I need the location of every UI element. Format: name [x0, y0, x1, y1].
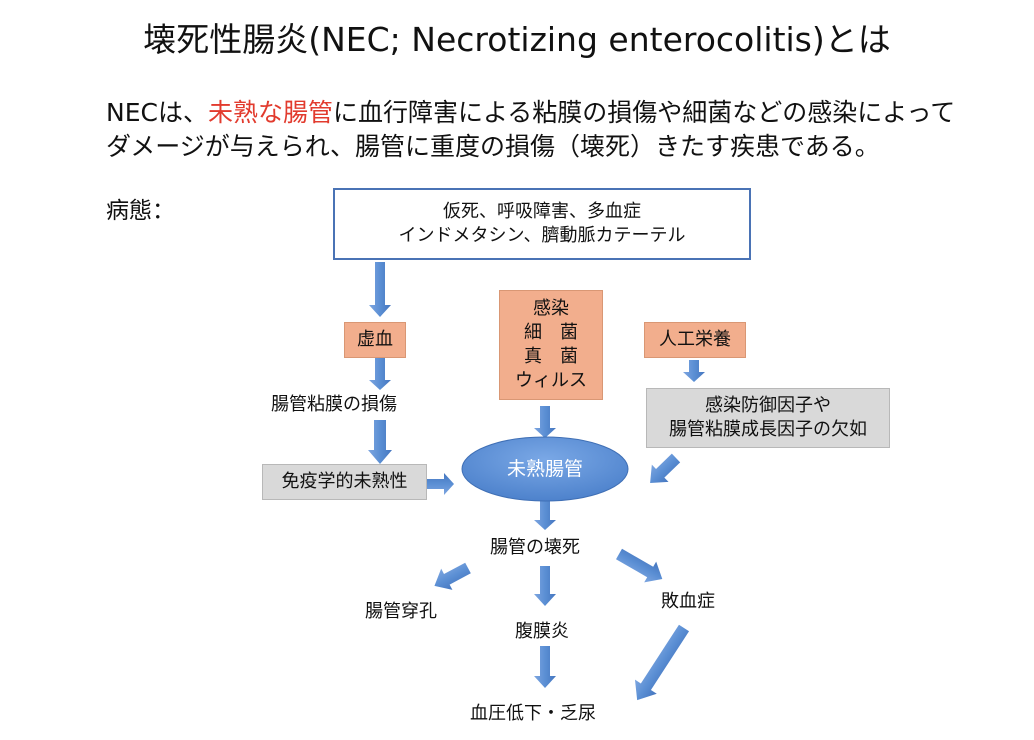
causes-line-1: 仮死、呼吸障害、多血症: [443, 201, 641, 222]
infection-box: 感染 細 菌 真 菌 ウィルス: [499, 290, 603, 400]
deficiency-box: 感染防御因子や 腸管粘膜成長因子の欠如: [646, 388, 890, 448]
slide-title: 壊死性腸炎(NEC; Necrotizing enterocolitis)とは: [143, 20, 891, 59]
intro-suffix: に血行障害による粘膜の損傷や細菌などの感染によって: [332, 98, 956, 127]
arrow-necrosis-to-sepsis: [616, 548, 663, 583]
infection-line-1: 感染: [533, 298, 569, 319]
ischemia-box: 虚血: [344, 322, 406, 358]
arrow-deficiency-to-ellipse: [650, 453, 681, 484]
arrow-necrosis-to-perforation: [434, 562, 471, 590]
causes-box: 仮死、呼吸障害、多血症 インドメタシン、臍動脈カテーテル: [333, 188, 751, 260]
arrow-nutrition-to-deficiency: [683, 360, 705, 382]
arrow-immune-to-ellipse: [422, 473, 454, 495]
intro-highlight: 未熟な腸管: [207, 98, 333, 127]
intro-line-1: NECは、未熟な腸管に血行障害による粘膜の損傷や細菌などの感染によって: [106, 96, 955, 130]
intro-line-2: ダメージが与えられ、腸管に重度の損傷（壊死）きたす疾患である。: [106, 132, 880, 161]
arrow-ellipse-to-necrosis: [534, 500, 556, 530]
deficiency-line-2: 腸管粘膜成長因子の欠如: [669, 419, 867, 440]
immune-immaturity-box: 免疫学的未熟性: [262, 464, 427, 500]
immature-intestine-ellipse: [461, 436, 629, 502]
artificial-nutrition-box: 人工栄養: [644, 322, 746, 358]
infection-line-2: 細 菌: [524, 322, 578, 343]
perforation-label: 腸管穿孔: [365, 601, 437, 622]
arrow-damage-to-immune: [368, 420, 392, 464]
causes-line-2: インドメタシン、臍動脈カテーテル: [398, 225, 686, 246]
pathology-label: 病態：: [106, 198, 175, 224]
deficiency-line-1: 感染防御因子や: [705, 395, 831, 416]
arrow-peritonitis-to-hypotension: [534, 646, 556, 688]
arrow-sepsis-to-hypotension: [634, 624, 690, 701]
arrow-causes-to-ischemia: [369, 262, 391, 317]
immature-intestine-label: 未熟腸管: [507, 458, 584, 480]
peritonitis-label: 腹膜炎: [515, 621, 569, 642]
infection-line-3: 真 菌: [524, 346, 578, 367]
sepsis-label: 敗血症: [661, 591, 715, 612]
arrow-infection-to-ellipse: [534, 406, 556, 438]
arrow-ischemia-to-damage: [369, 358, 391, 390]
mucosal-damage-label: 腸管粘膜の損傷: [271, 394, 397, 415]
infection-line-4: ウィルス: [515, 370, 587, 391]
intro-prefix: NECは、: [106, 98, 208, 127]
hypotension-oliguria-label: 血圧低下・乏尿: [470, 703, 596, 724]
arrow-necrosis-to-peritonitis: [534, 566, 556, 606]
intestinal-necrosis-label: 腸管の壊死: [490, 537, 580, 558]
